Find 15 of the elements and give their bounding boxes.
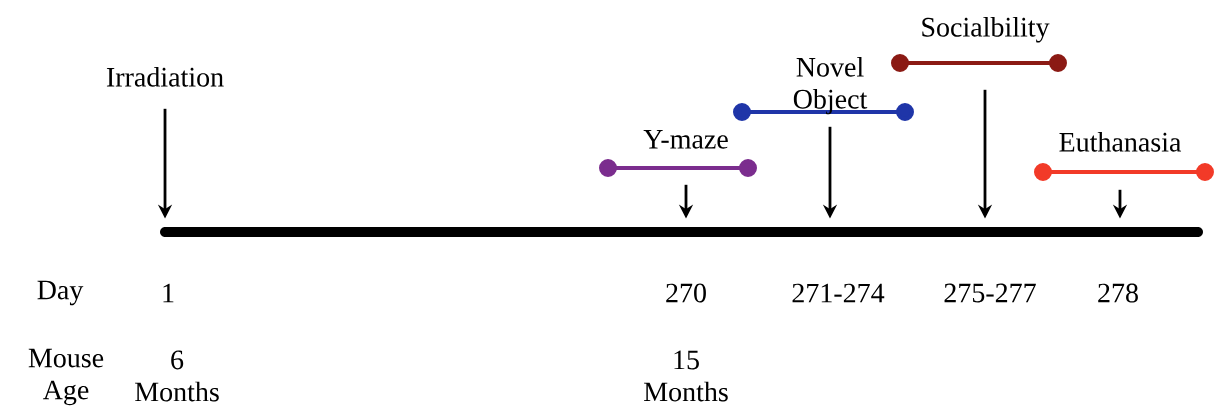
timeline-label: 278	[1098, 283, 1138, 303]
timeline-label: 15 Months	[644, 350, 728, 402]
timeline-label: 271-274	[792, 283, 885, 303]
event-label: Socialbility	[922, 16, 1050, 43]
timeline-label: 1	[163, 283, 174, 303]
event-label: Irradiation	[106, 66, 224, 87]
timeline-label: 275-277	[944, 283, 1036, 303]
timeline-label: 6 Months	[135, 350, 219, 402]
event-label: Y-maze	[643, 130, 728, 149]
timeline-label: Mouse Age	[28, 348, 104, 406]
event-label: Euthanasia	[1059, 131, 1182, 152]
event-label: Novel Object	[793, 56, 868, 115]
timeline-label: 270	[666, 283, 706, 303]
timeline-bar	[160, 227, 1203, 237]
timeline-label: Day	[37, 280, 84, 306]
